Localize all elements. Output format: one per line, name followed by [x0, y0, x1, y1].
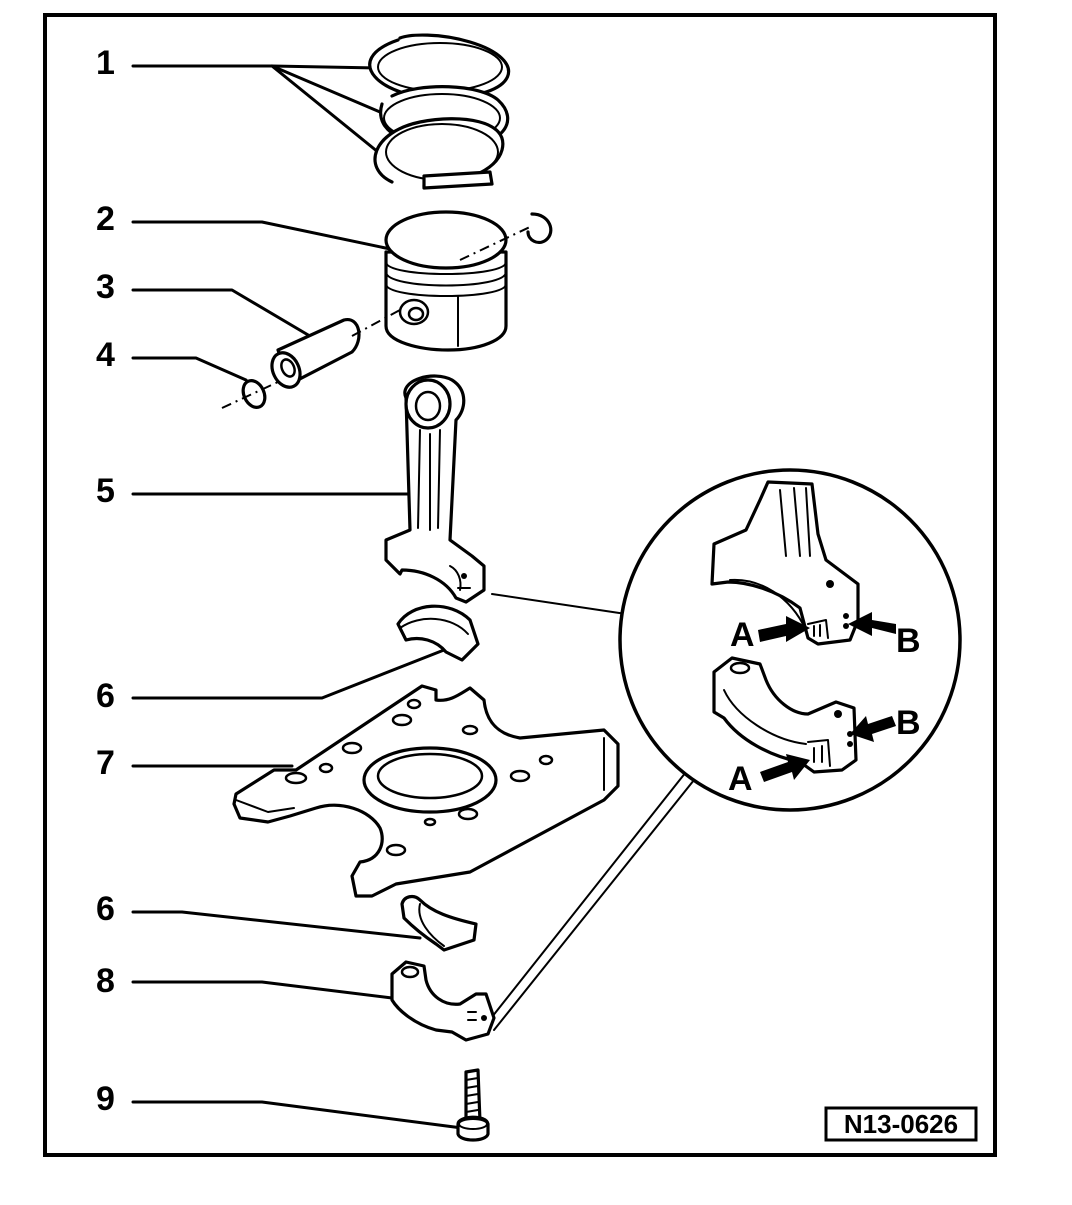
callout-number-5: 5: [96, 472, 115, 510]
callout-number-9: 9: [96, 1080, 115, 1118]
circlip: [221, 379, 279, 409]
cap-bolt: [456, 1068, 490, 1142]
arrow-b-upper: [848, 612, 896, 636]
detail-view: A B A B: [618, 468, 962, 812]
callout-number-7: 7: [96, 744, 115, 782]
detail-label-b-upper: B: [896, 622, 921, 660]
callout-number-3: 3: [96, 268, 115, 306]
callout-number-6-upper: 6: [96, 677, 115, 715]
detail-label-b-lower: B: [896, 704, 921, 742]
callout-number-6-lower: 6: [96, 890, 115, 928]
bearing-cap: [390, 960, 496, 1042]
bearing-shell-upper: [396, 604, 480, 662]
piston-pin: [270, 309, 401, 389]
detail-label-a-upper: A: [730, 616, 755, 654]
figure-code: N13-0626: [844, 1109, 958, 1139]
arrow-a-lower: [760, 754, 810, 782]
detail-label-a-lower: A: [728, 760, 753, 798]
callout-number-4: 4: [96, 336, 115, 374]
connecting-rod: [384, 374, 486, 604]
figure-code-box: [824, 1106, 978, 1142]
callout-number-8: 8: [96, 962, 115, 1000]
callout-number-2: 2: [96, 200, 115, 238]
piston-rings: [368, 33, 511, 190]
callout-number-1: 1: [96, 44, 115, 82]
arrow-a-upper: [758, 616, 810, 642]
arrow-b-lower: [850, 716, 896, 742]
leader-lines: [131, 64, 695, 1130]
bearing-shell-lower: [400, 894, 478, 952]
piston: [384, 210, 553, 352]
figure-frame: [43, 13, 997, 1157]
bearing-bridge: [232, 684, 620, 898]
